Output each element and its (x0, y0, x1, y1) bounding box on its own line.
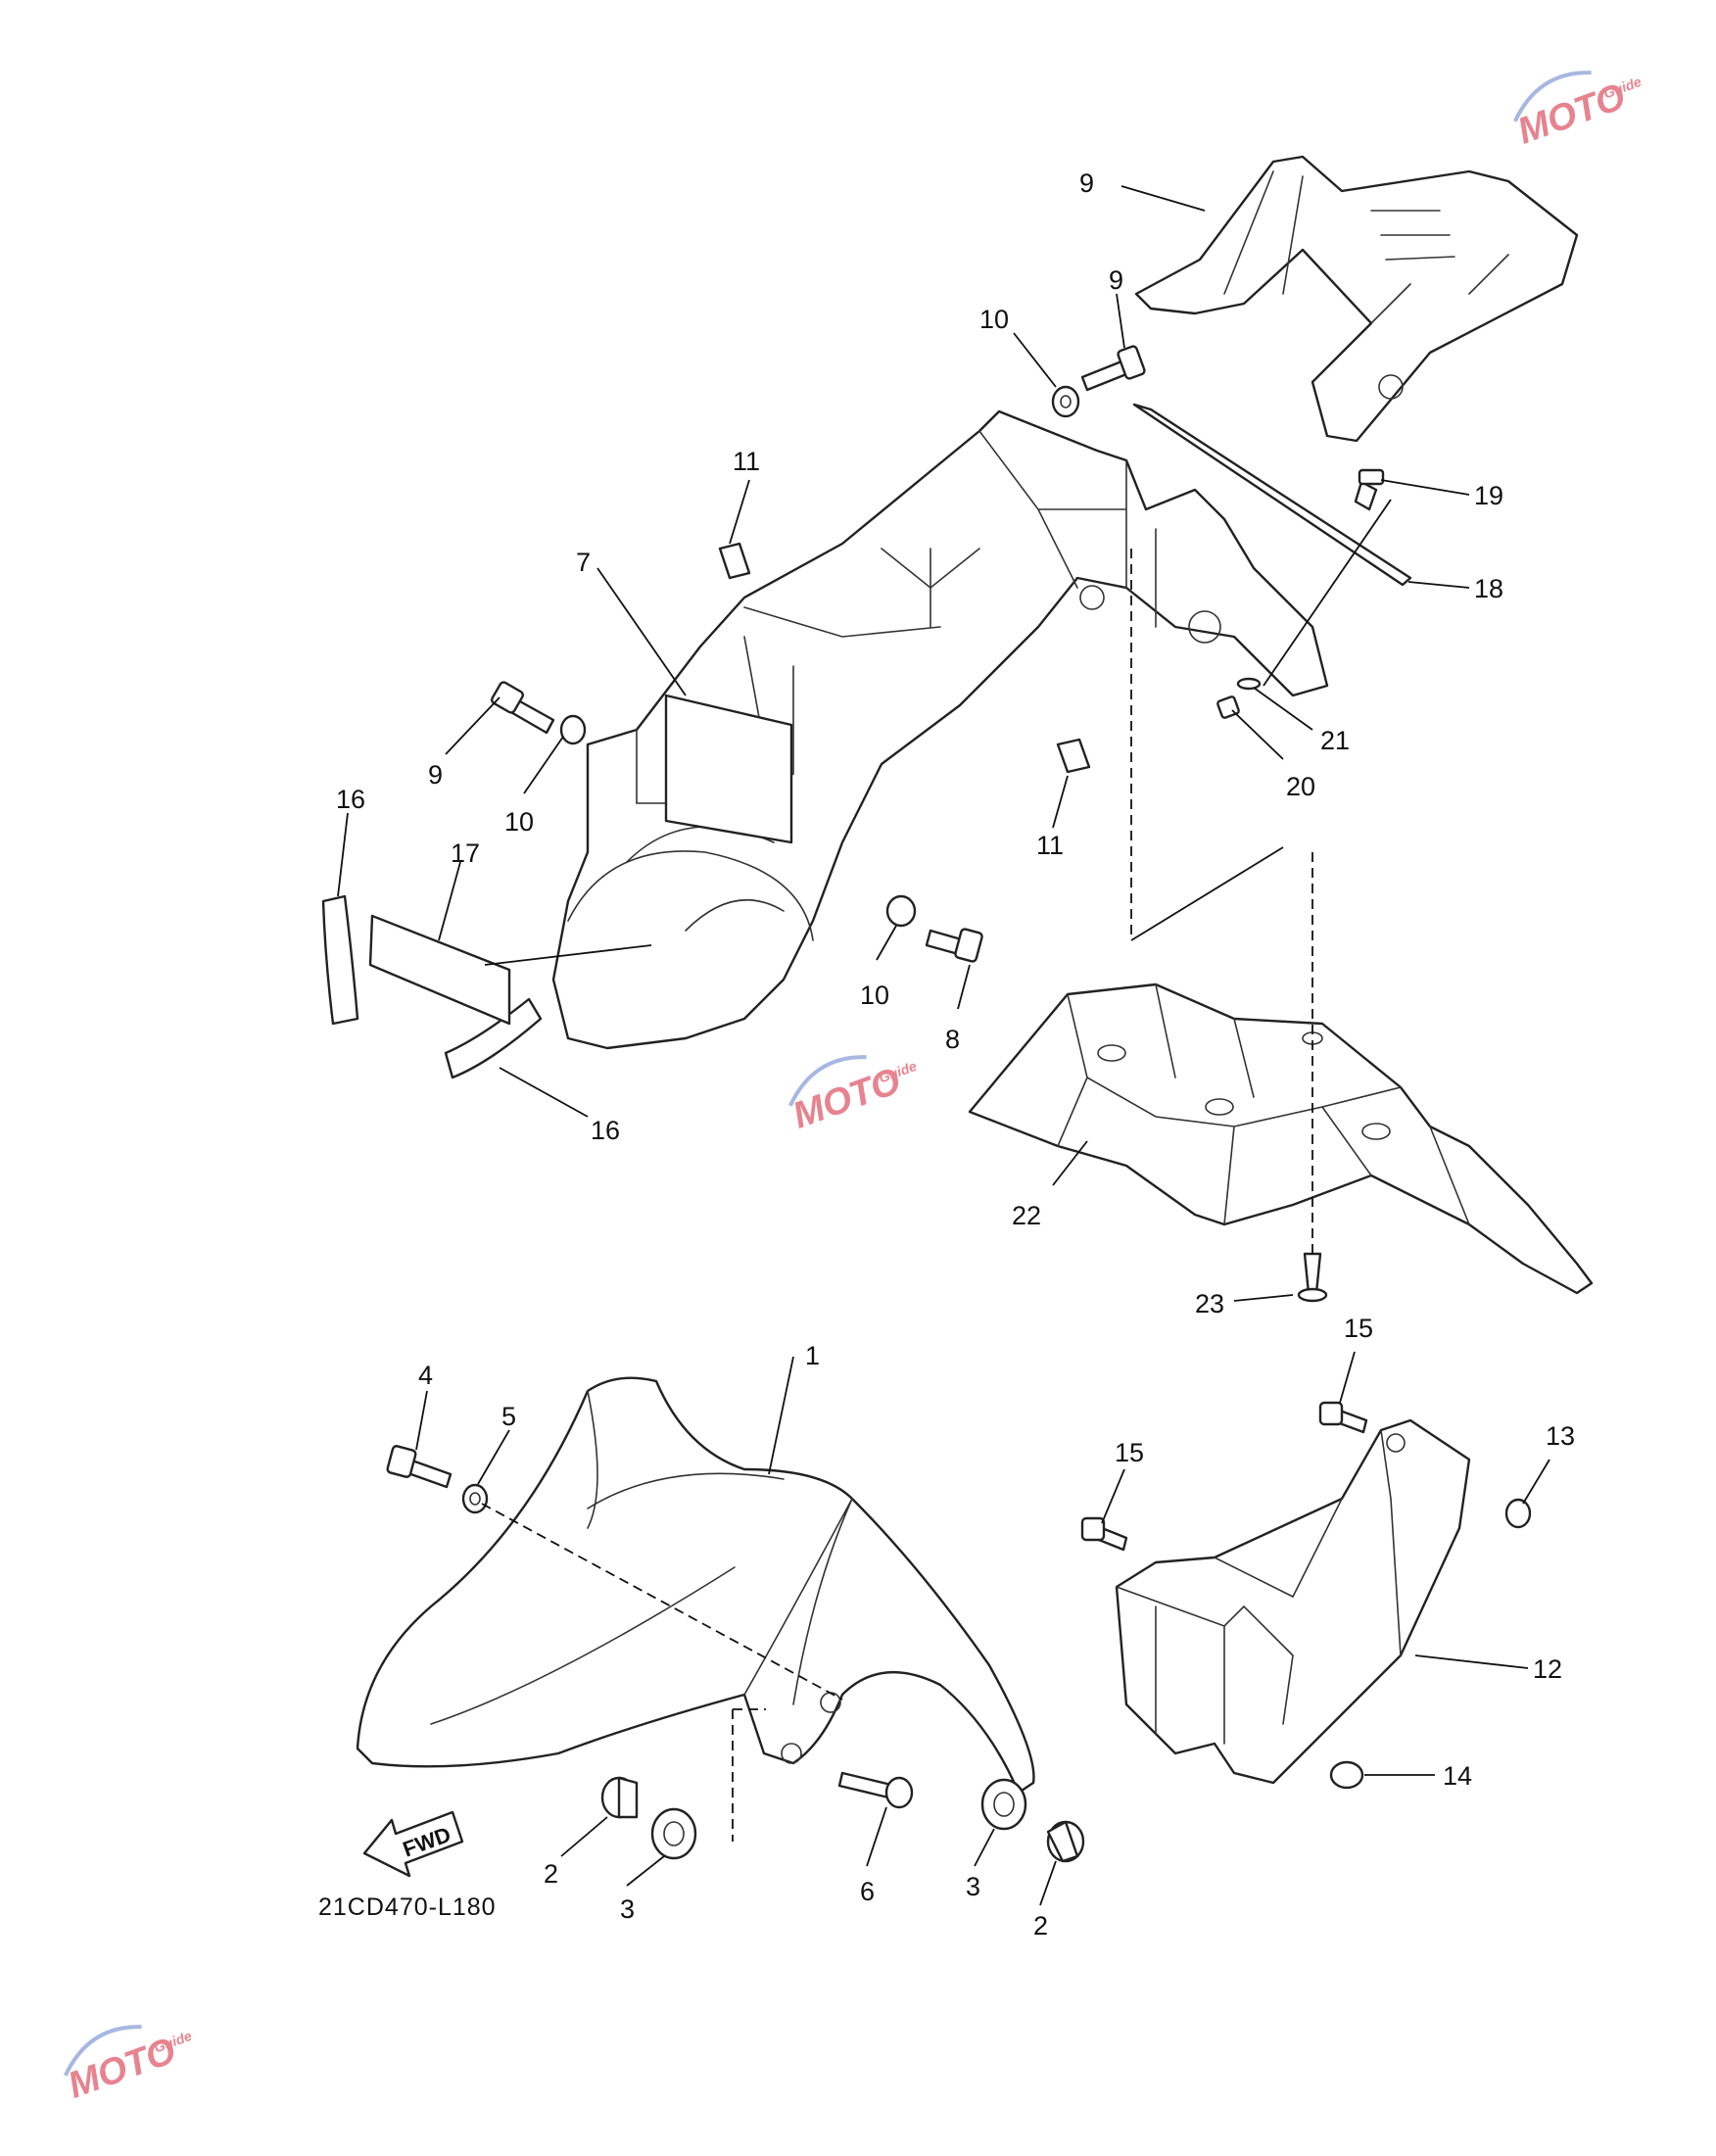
grommet-14 (1329, 1760, 1364, 1790)
part-1-front-fender (356, 1376, 1035, 1795)
callout-19: 19 (1474, 481, 1503, 510)
bolt-15-left (1080, 1516, 1128, 1552)
part-7-rear-fender (551, 409, 1329, 1050)
collar-2-right (1046, 1820, 1085, 1863)
callout-16-top: 16 (336, 785, 365, 814)
callout-4: 4 (418, 1361, 433, 1390)
callout-21: 21 (1320, 726, 1350, 755)
callout-10-top: 10 (979, 305, 1009, 334)
bolt-9-top (1080, 345, 1146, 392)
pad-17 (368, 914, 511, 1026)
callout-1: 1 (805, 1341, 820, 1370)
callout-15-left: 15 (1115, 1438, 1144, 1467)
washer-5 (461, 1483, 489, 1514)
damper-3-right (980, 1778, 1027, 1831)
bolt-15-top (1318, 1401, 1368, 1434)
callout-17: 17 (451, 838, 480, 868)
screw-19 (1354, 468, 1385, 511)
callout-8: 9 (1079, 168, 1094, 198)
leader-lines (337, 185, 1550, 1906)
collar-10-left (559, 714, 587, 745)
damper-3-left (650, 1807, 697, 1860)
diagram-code: 21CD470-L180 (318, 1893, 497, 1921)
callout-22: 22 (1012, 1201, 1041, 1230)
callout-12: 12 (1533, 1654, 1562, 1684)
callout-20: 20 (1286, 772, 1315, 801)
callout-9-middle: 8 (945, 1025, 960, 1054)
bolt-9-left (491, 681, 555, 735)
callout-3-left: 3 (620, 1894, 635, 1924)
callout-13: 13 (1546, 1421, 1575, 1451)
callout-2-left: 2 (544, 1859, 558, 1889)
part-22-rear-guard (968, 982, 1594, 1295)
collar-2-left (600, 1776, 639, 1819)
watermark-bottom-left: MOTO Guide (63, 2025, 194, 2107)
collar-10-middle (885, 894, 917, 928)
callout-23: 23 (1195, 1289, 1224, 1318)
part-12-housing (1115, 1418, 1471, 1785)
watermark-top-right: MOTO Guide (1512, 71, 1644, 153)
callout-16-bottom: 16 (591, 1116, 620, 1145)
washer-21 (1236, 677, 1262, 691)
nut-11-top (718, 542, 751, 580)
callout-9-left: 9 (428, 760, 443, 790)
pad-16-left (321, 894, 359, 1026)
callout-9-top: 9 (1109, 265, 1123, 295)
part-8-tail-cover (1134, 155, 1579, 443)
callout-10-middle: 10 (860, 981, 889, 1010)
screw-23 (1297, 1252, 1328, 1303)
callout-11-top: 11 (733, 447, 760, 476)
nut-11-right (1056, 738, 1091, 774)
bolt-4 (386, 1445, 453, 1489)
callout-15-top: 15 (1344, 1314, 1373, 1343)
callout-7: 7 (576, 548, 591, 577)
collar-10-top (1051, 385, 1080, 418)
callout-10-left: 10 (504, 807, 534, 837)
callout-labels: 9 9 10 11 7 19 18 21 20 9 10 16 17 11 10… (336, 168, 1575, 1940)
part-7-flap (664, 694, 793, 844)
fwd-arrow: FWD (362, 1810, 464, 1878)
grommet-13 (1504, 1498, 1532, 1529)
pad-16-bottom (444, 997, 543, 1079)
callout-5: 5 (501, 1402, 516, 1431)
callout-3-right: 3 (966, 1872, 980, 1901)
callout-18: 18 (1474, 574, 1503, 603)
callout-2-right: 2 (1033, 1911, 1048, 1940)
callout-6: 6 (860, 1877, 875, 1906)
callout-11-right: 11 (1036, 831, 1064, 860)
part-18-strip (1132, 403, 1412, 587)
watermark-center: MOTO Guide (787, 1055, 919, 1137)
screw-6 (837, 1771, 914, 1809)
callout-14: 14 (1443, 1761, 1472, 1791)
bolt-9-middle (925, 928, 983, 963)
